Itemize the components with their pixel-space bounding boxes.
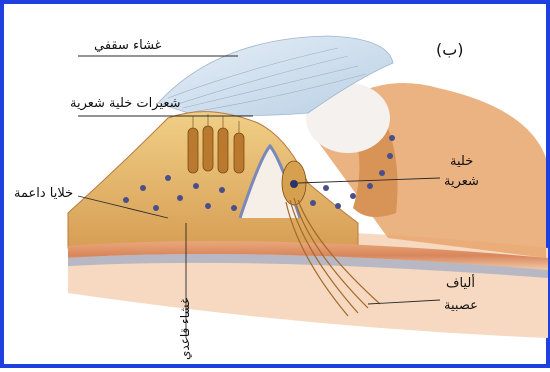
- outer-hair-cell-nucleus: [290, 180, 298, 188]
- label-tectorial-membrane: غشاء سقفي: [94, 38, 161, 54]
- diagram-stage: (ب) غشاء سقفي شعيرات خلية شعرية خلايا دا…: [8, 8, 550, 368]
- label-hair-cell-hairs: شعيرات خلية شعرية: [70, 96, 181, 112]
- label-nerve-fibers-line2: عصبية: [444, 298, 478, 314]
- panel-label: (ب): [436, 40, 464, 60]
- label-basilar-membrane: غشاء قاعدي: [178, 298, 192, 360]
- label-hair-cell-line1: خلية: [450, 154, 473, 170]
- label-nerve-fibers-line1: ألياف: [446, 276, 475, 292]
- label-hair-cell-line2: شعرية: [444, 174, 479, 190]
- label-supporting-cells: خلايا داعمة: [14, 186, 73, 202]
